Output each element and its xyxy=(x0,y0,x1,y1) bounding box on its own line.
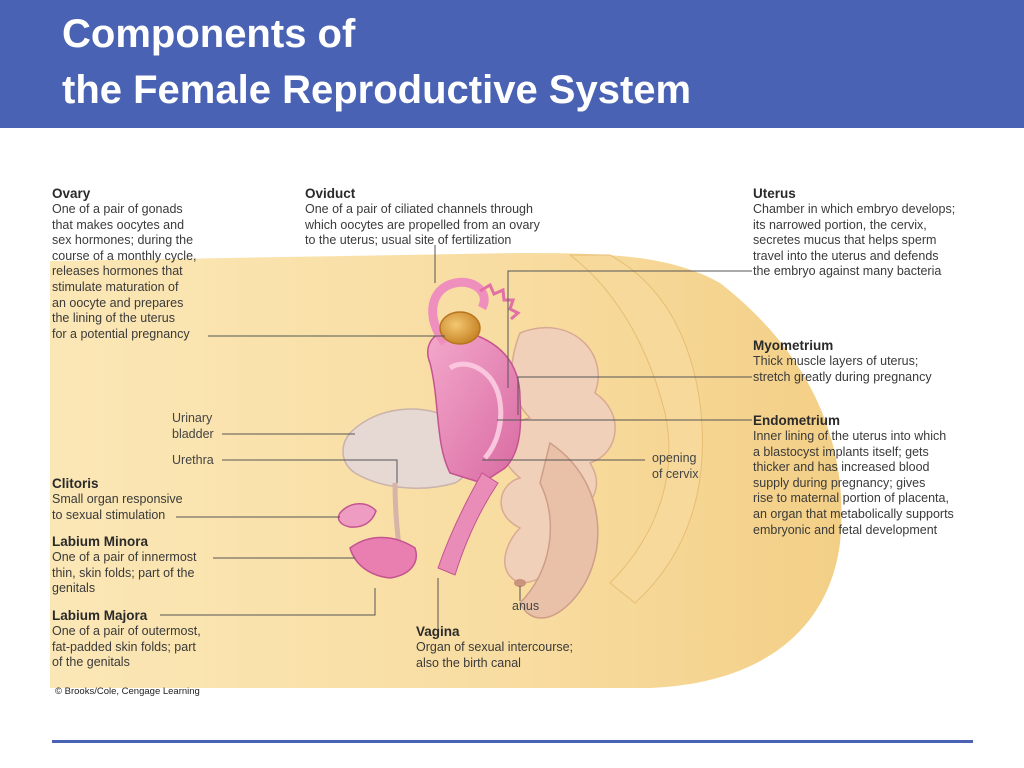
labia-shape xyxy=(349,536,417,579)
label-urethra: Urethra xyxy=(172,453,214,467)
urethra-leader xyxy=(222,459,398,483)
fimbriae xyxy=(479,282,521,321)
label-clitoris-title: Clitoris xyxy=(52,476,99,491)
label-clitoris: Clitoris Small organ responsive to sexua… xyxy=(52,476,183,523)
label-myometrium-title: Myometrium xyxy=(753,338,834,353)
label-labium-minora: Labium Minora One of a pair of innermost… xyxy=(52,534,197,597)
oviduct xyxy=(428,277,489,346)
anatomy-illustration xyxy=(50,245,842,688)
label-vagina-title: Vagina xyxy=(416,624,460,639)
label-myometrium: Myometrium Thick muscle layers of uterus… xyxy=(753,338,932,385)
rectum xyxy=(519,441,599,619)
title-bar: Components of the Female Reproductive Sy… xyxy=(0,0,1024,128)
label-ovary: Ovary One of a pair of gonads that makes… xyxy=(52,186,197,342)
copyright-credit: © Brooks/Cole, Cengage Learning xyxy=(55,686,200,697)
bottom-divider xyxy=(52,740,973,743)
page-title-line-2: the Female Reproductive System xyxy=(62,68,692,112)
label-labium-minora-desc: One of a pair of innermost thin, skin fo… xyxy=(52,550,197,596)
anus-shape xyxy=(514,579,526,587)
sacrum xyxy=(568,254,703,604)
label-oviduct-title: Oviduct xyxy=(305,186,356,201)
myometrium-leader xyxy=(517,376,752,415)
label-oviduct-desc: One of a pair of ciliated channels throu… xyxy=(305,202,540,248)
label-uterus: Uterus Chamber in which embryo develops;… xyxy=(753,186,955,280)
label-labium-majora: Labium Majora One of a pair of outermost… xyxy=(52,608,201,671)
label-endometrium-desc: Inner lining of the uterus into which a … xyxy=(753,429,954,537)
label-myometrium-desc: Thick muscle layers of uterus; stretch g… xyxy=(753,354,932,384)
label-ovary-title: Ovary xyxy=(52,186,91,201)
page-title-line-1: Components of xyxy=(62,12,356,56)
uterus-leader xyxy=(507,270,752,388)
vagina-canal xyxy=(437,472,499,576)
label-oviduct: Oviduct One of a pair of ciliated channe… xyxy=(305,186,540,249)
label-vagina: Vagina Organ of sexual intercourse; also… xyxy=(416,624,573,671)
label-urinary-bladder: Urinary bladder xyxy=(172,411,214,441)
label-labium-majora-title: Labium Majora xyxy=(52,608,148,623)
label-uterus-desc: Chamber in which embryo develops; its na… xyxy=(753,202,956,279)
uterus-cavity xyxy=(448,361,504,460)
clitoris-shape xyxy=(337,503,377,528)
leader-lines xyxy=(160,245,752,628)
label-opening-of-cervix: opening of cervix xyxy=(652,451,699,481)
label-endometrium-title: Endometrium xyxy=(753,413,841,428)
label-labium-minora-title: Labium Minora xyxy=(52,534,149,549)
labium-majora-leader xyxy=(160,588,376,616)
ovary-shape xyxy=(439,311,481,345)
label-vagina-desc: Organ of sexual intercourse; also the bi… xyxy=(416,640,574,670)
reproductive-system-diagram: Ovary One of a pair of gonads that makes… xyxy=(50,183,972,701)
label-uterus-title: Uterus xyxy=(753,186,796,201)
label-anus: anus xyxy=(512,599,540,613)
label-labium-majora-desc: One of a pair of outermost, fat-padded s… xyxy=(52,624,201,670)
label-ovary-desc: One of a pair of gonads that makes oocyt… xyxy=(52,202,197,341)
label-endometrium: Endometrium Inner lining of the uterus i… xyxy=(753,413,954,538)
label-clitoris-desc: Small organ responsive to sexual stimula… xyxy=(52,492,183,522)
